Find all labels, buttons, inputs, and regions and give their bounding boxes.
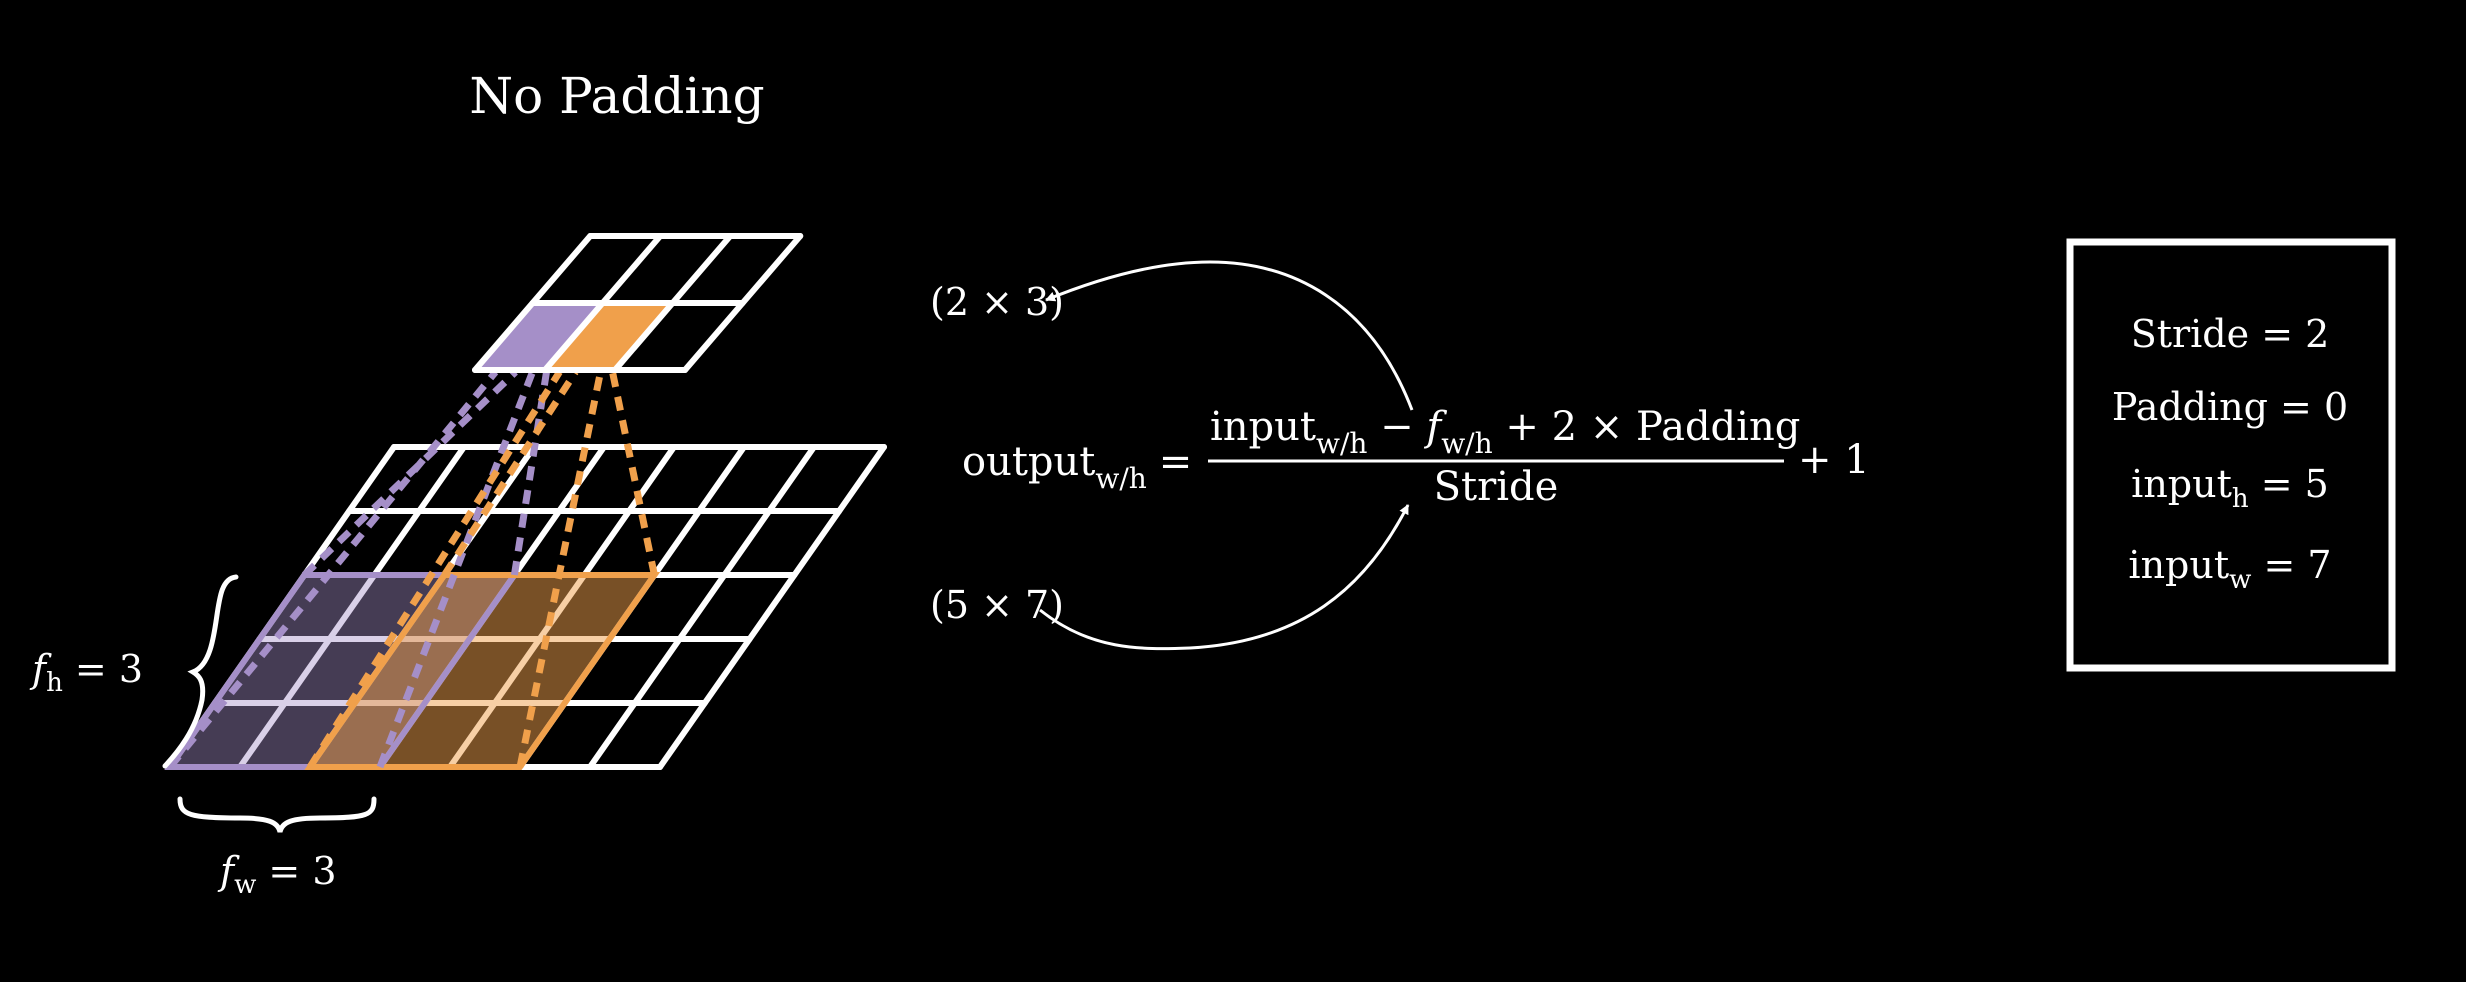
- output-cell-orange: [545, 303, 673, 370]
- formula-lhs-subscript: w/h: [1095, 462, 1146, 495]
- arrow-to-output-shape: [1045, 260, 1414, 411]
- numerator-input-subscript: w/h: [1316, 427, 1367, 460]
- stride-param: Stride = 2: [2131, 312, 2330, 356]
- input-grid-col-line: [587, 444, 817, 770]
- output-shape-label: (2 × 3): [930, 280, 1064, 324]
- formula-lhs-base: output: [962, 439, 1095, 485]
- output-size-formula: outputw/h= inputw/h − fw/h + 2 × Padding…: [962, 404, 1870, 510]
- formula-equals: =: [1159, 439, 1193, 485]
- input-grid-col-line: [237, 444, 467, 770]
- arrow-from-input-shape: [1039, 504, 1410, 651]
- output-grid-col-line: [612, 233, 734, 373]
- input-w-base: input: [2128, 543, 2229, 587]
- projection-line: [301, 369, 518, 578]
- numerator-rest: + 2 × Padding: [1493, 404, 1801, 450]
- parameters-box: Stride = 2 Padding = 0 inputh = 5 inputw…: [2066, 238, 2396, 672]
- input-w-value: = 7: [2251, 543, 2331, 587]
- output-grid-col-line: [542, 233, 664, 373]
- fw-value: = 3: [256, 849, 336, 893]
- input-shape-label: (5 × 7): [930, 583, 1064, 627]
- output-cell-purple: [475, 303, 603, 370]
- input-w-subscript: w: [2229, 565, 2251, 595]
- input-grid-col-line: [657, 444, 887, 770]
- parameters-frame: [2066, 238, 2396, 672]
- output-grid-col-line: [472, 233, 594, 373]
- input-h-value: = 5: [2249, 462, 2329, 506]
- fw-label: fw = 3: [217, 849, 337, 900]
- fw-subscript: w: [234, 870, 256, 900]
- input-h-subscript: h: [2232, 484, 2249, 514]
- fh-label: fh = 3: [29, 647, 143, 698]
- padding-param: Padding = 0: [2112, 385, 2348, 429]
- projection-lines: [167, 369, 658, 770]
- formula-plus-one: + 1: [1798, 437, 1870, 483]
- input-h-param: inputh = 5: [2131, 462, 2329, 514]
- projection-line: [516, 371, 604, 768]
- output-grid: [472, 233, 804, 373]
- input-h-base: input: [2131, 462, 2232, 506]
- fh-subscript: h: [46, 668, 63, 698]
- projection-line: [510, 371, 550, 576]
- title: No Padding: [469, 67, 764, 125]
- formula-numerator: inputw/h − fw/h + 2 × Padding: [1210, 404, 1800, 460]
- fh-brace: [162, 574, 239, 769]
- projection-line: [167, 369, 499, 770]
- fh-value: = 3: [63, 647, 143, 691]
- input-w-param: inputw = 7: [2128, 543, 2331, 595]
- formula-denominator: Stride: [1434, 464, 1559, 510]
- output-grid-col-line: [682, 233, 804, 373]
- projection-line: [307, 370, 563, 769]
- numerator-minus: −: [1367, 404, 1426, 450]
- fw-brace: [177, 796, 377, 833]
- projection-line: [609, 371, 658, 576]
- projection-line: [441, 370, 579, 577]
- formula-lhs: outputw/h =: [962, 439, 1192, 495]
- numerator-input: input: [1210, 404, 1316, 450]
- numerator-f-subscript: w/h: [1441, 427, 1492, 460]
